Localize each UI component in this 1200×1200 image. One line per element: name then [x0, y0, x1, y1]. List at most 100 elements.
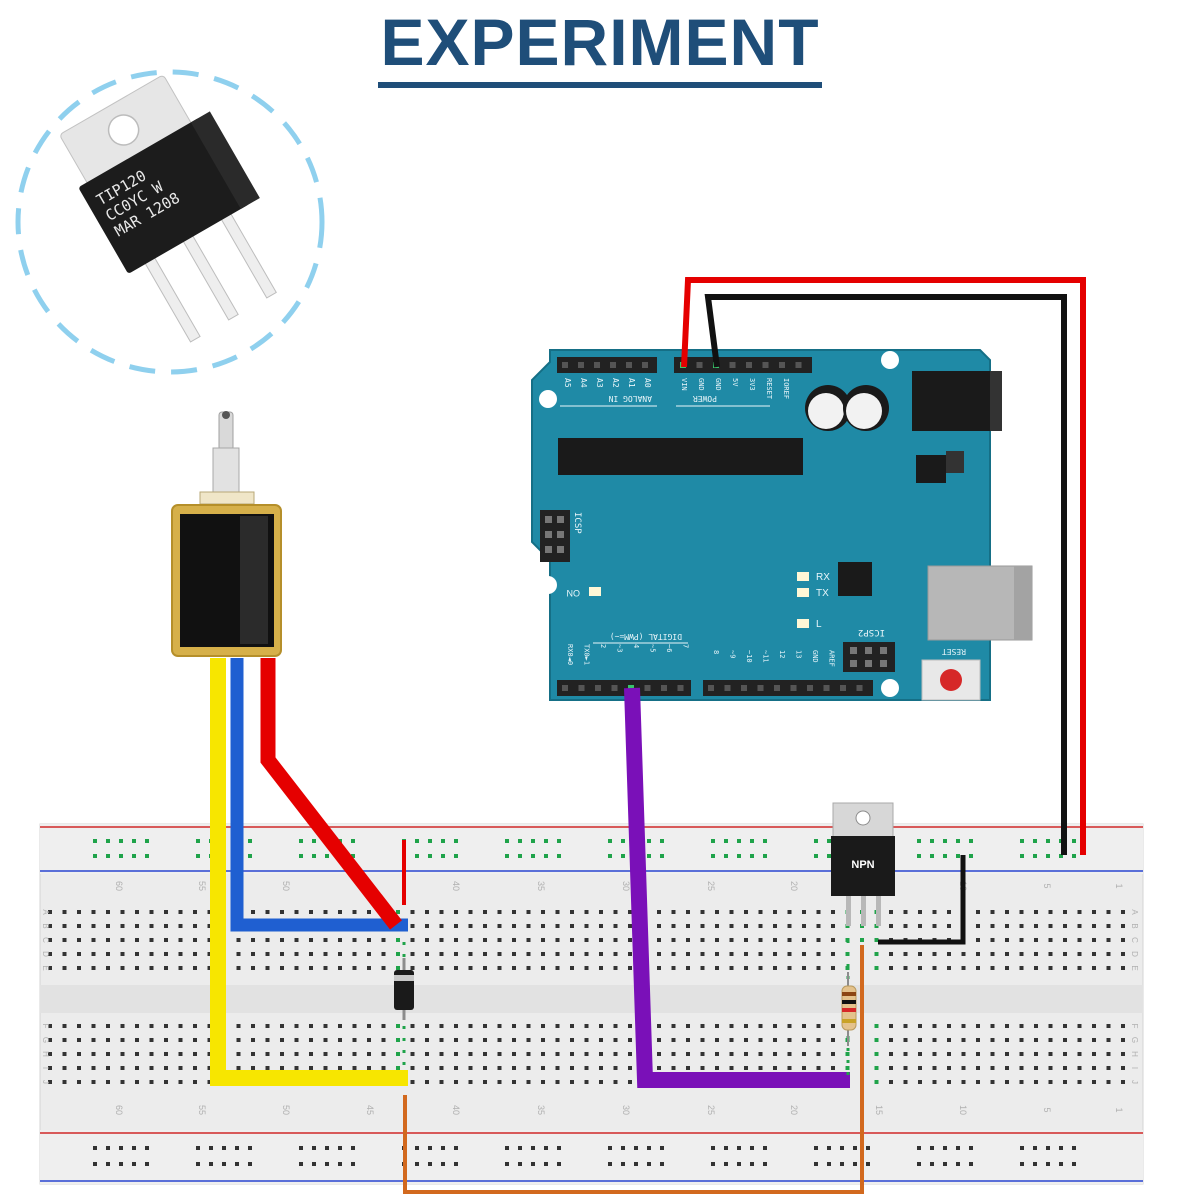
rail-hole [505, 854, 509, 858]
rail-hole [943, 1146, 947, 1150]
breadboard-hole [700, 952, 705, 956]
breadboard-hole [381, 1024, 386, 1028]
breadboard-hole [903, 1024, 908, 1028]
breadboard-hole [396, 1066, 400, 1070]
rail-hole [621, 839, 625, 843]
rail-hole [1020, 839, 1024, 843]
column-number: 5 [1042, 1107, 1052, 1112]
rail-hole [415, 839, 419, 843]
breadboard-hole [831, 924, 835, 928]
rail-hole [634, 1162, 638, 1166]
breadboard-hole [48, 1024, 52, 1028]
breadboard-hole [106, 1038, 110, 1042]
breadboard-hole [1092, 1024, 1096, 1028]
row-letter: A [1130, 909, 1139, 915]
breadboard-hole [410, 1038, 415, 1042]
breadboard-hole [338, 938, 342, 942]
breadboard-hole [1106, 1038, 1111, 1042]
breadboard-hole [309, 910, 313, 914]
breadboard-hole [91, 1066, 96, 1070]
breadboard-hole [976, 924, 980, 928]
breadboard-hole [207, 910, 212, 914]
breadboard-hole [584, 1024, 589, 1028]
breadboard-hole [236, 966, 241, 970]
rail-hole [557, 1146, 561, 1150]
breadboard-hole [686, 938, 690, 942]
rail-hole [969, 1146, 973, 1150]
rail-hole [106, 1146, 110, 1150]
center-channel [40, 985, 1143, 1013]
rail-hole [750, 1162, 754, 1166]
black-ground-wire [704, 294, 1067, 855]
rail-hole [943, 839, 947, 843]
breadboard-hole [613, 1038, 618, 1042]
header-pin [644, 685, 651, 691]
breadboard-hole [1019, 952, 1024, 956]
transistor-tab-hole [855, 810, 871, 826]
breadboard-hole [352, 1052, 357, 1056]
breadboard-hole [1063, 1038, 1067, 1042]
breadboard-hole [584, 952, 589, 956]
breadboard-hole [802, 924, 806, 928]
breadboard-hole [120, 1052, 125, 1056]
rail-hole [145, 1146, 149, 1150]
breadboard-hole [120, 924, 125, 928]
breadboard-hole [787, 924, 792, 928]
breadboard-hole [1048, 1052, 1053, 1056]
rail-hole [853, 1162, 857, 1166]
breadboard-hole [1019, 966, 1024, 970]
breadboard-hole [773, 1066, 777, 1070]
breadboard-hole [454, 966, 458, 970]
transistor-leg [861, 896, 866, 926]
breadboard-hole [164, 1052, 168, 1056]
rail-hole [956, 1162, 960, 1166]
rail-hole [1059, 1146, 1063, 1150]
breadboard-hole [802, 938, 806, 942]
breadboard-hole [526, 1038, 531, 1042]
breadboard-hole [1048, 938, 1053, 942]
icsp-pin [545, 546, 552, 553]
breadboard-hole [207, 1066, 212, 1070]
breadboard-hole [758, 1038, 763, 1042]
breadboard-hole [555, 1066, 560, 1070]
breadboard-hole [729, 924, 734, 928]
transistor-leg [846, 896, 851, 926]
breadboard-hole [439, 1024, 444, 1028]
rail-hole [505, 1146, 509, 1150]
digital-pin-label: ~6 [665, 644, 673, 652]
breadboard-hole [106, 966, 110, 970]
breadboard-hole [613, 1066, 618, 1070]
breadboard-hole [686, 910, 690, 914]
breadboard-hole [1063, 1066, 1067, 1070]
breadboard-hole [207, 952, 212, 956]
breadboard-hole [729, 1038, 734, 1042]
breadboard-hole [483, 952, 487, 956]
rail-hole [930, 1162, 934, 1166]
breadboard-hole [77, 910, 81, 914]
rail-hole [93, 1162, 97, 1166]
breadboard-hole [599, 1038, 603, 1042]
breadboard-hole [439, 938, 444, 942]
breadboard-hole [149, 1024, 154, 1028]
breadboard-hole [1019, 1038, 1024, 1042]
rail-hole [312, 854, 316, 858]
diode [394, 958, 414, 1020]
breadboard-hole [251, 1024, 255, 1028]
column-number: 10 [958, 1105, 968, 1115]
reset-button[interactable] [940, 669, 962, 691]
tip120-package: TIP120 CC0YC W MAR 1208 [60, 75, 277, 343]
breadboard-hole [265, 938, 270, 942]
breadboard-hole [990, 924, 995, 928]
breadboard-hole [555, 910, 560, 914]
breadboard-hole [1063, 1052, 1067, 1056]
breadboard-hole [773, 1024, 777, 1028]
rail-hole [621, 1146, 625, 1150]
breadboard-hole [77, 1024, 81, 1028]
breadboard-hole [483, 924, 487, 928]
breadboard-hole [526, 966, 531, 970]
breadboard-hole [178, 952, 183, 956]
rail-hole [608, 1146, 612, 1150]
breadboard-hole [918, 952, 922, 956]
breadboard-hole [323, 1052, 328, 1056]
breadboard-hole [367, 1066, 371, 1070]
